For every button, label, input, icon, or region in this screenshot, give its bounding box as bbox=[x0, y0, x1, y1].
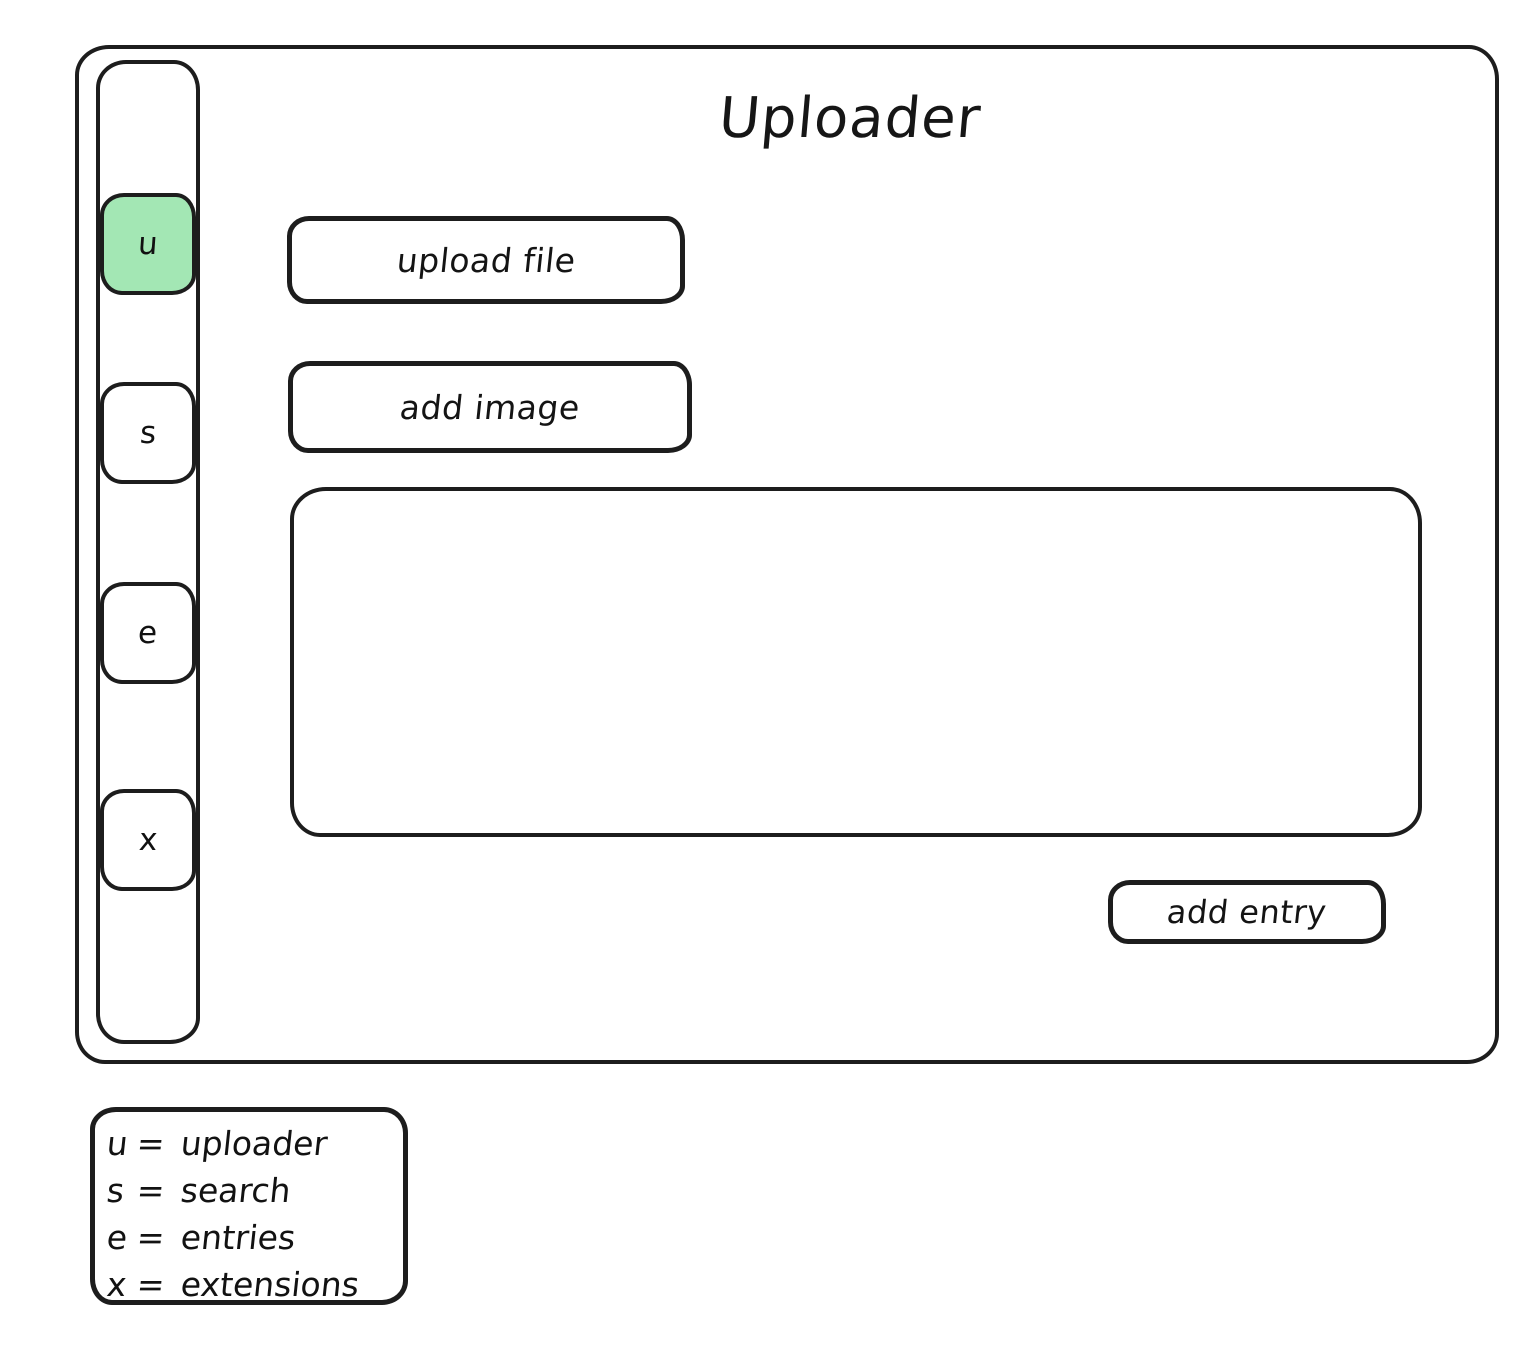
sidebar-item-extensions[interactable]: x bbox=[100, 789, 196, 891]
sidebar-item-key: x bbox=[137, 821, 159, 858]
sidebar-item-key: u bbox=[136, 225, 160, 262]
legend-value: entries bbox=[178, 1218, 298, 1257]
legend-row: x=extensions bbox=[101, 1261, 406, 1308]
sidebar-item-key: e bbox=[136, 614, 160, 651]
upload-file-button[interactable]: upload file bbox=[287, 216, 685, 304]
sidebar-rail bbox=[96, 60, 200, 1044]
legend-value: uploader bbox=[178, 1124, 330, 1163]
sidebar-item-search[interactable]: s bbox=[100, 382, 196, 484]
legend-row: e=entries bbox=[101, 1214, 406, 1261]
page-title: Uploader bbox=[716, 86, 984, 151]
legend-equals: = bbox=[134, 1124, 167, 1163]
legend-row: u=uploader bbox=[101, 1120, 406, 1167]
app-window-frame bbox=[75, 45, 1499, 1064]
legend-equals: = bbox=[134, 1171, 167, 1210]
add-image-button[interactable]: add image bbox=[288, 361, 692, 453]
upload-file-label: upload file bbox=[394, 240, 578, 280]
legend-equals: = bbox=[134, 1218, 167, 1257]
add-entry-button[interactable]: add entry bbox=[1108, 880, 1386, 944]
entry-content-textarea[interactable] bbox=[290, 487, 1422, 837]
legend-value: search bbox=[178, 1171, 293, 1210]
legend-value: extensions bbox=[178, 1265, 362, 1304]
sidebar-item-uploader[interactable]: u bbox=[100, 193, 196, 295]
legend-row: s=search bbox=[101, 1167, 406, 1214]
add-image-label: add image bbox=[397, 387, 583, 427]
legend-box: u=uploader s=search e=entries x=extensio… bbox=[90, 1107, 408, 1305]
add-entry-label: add entry bbox=[1165, 893, 1329, 931]
sidebar-item-entries[interactable]: e bbox=[100, 582, 196, 684]
sidebar-item-key: s bbox=[138, 414, 158, 451]
legend-equals: = bbox=[134, 1265, 167, 1304]
